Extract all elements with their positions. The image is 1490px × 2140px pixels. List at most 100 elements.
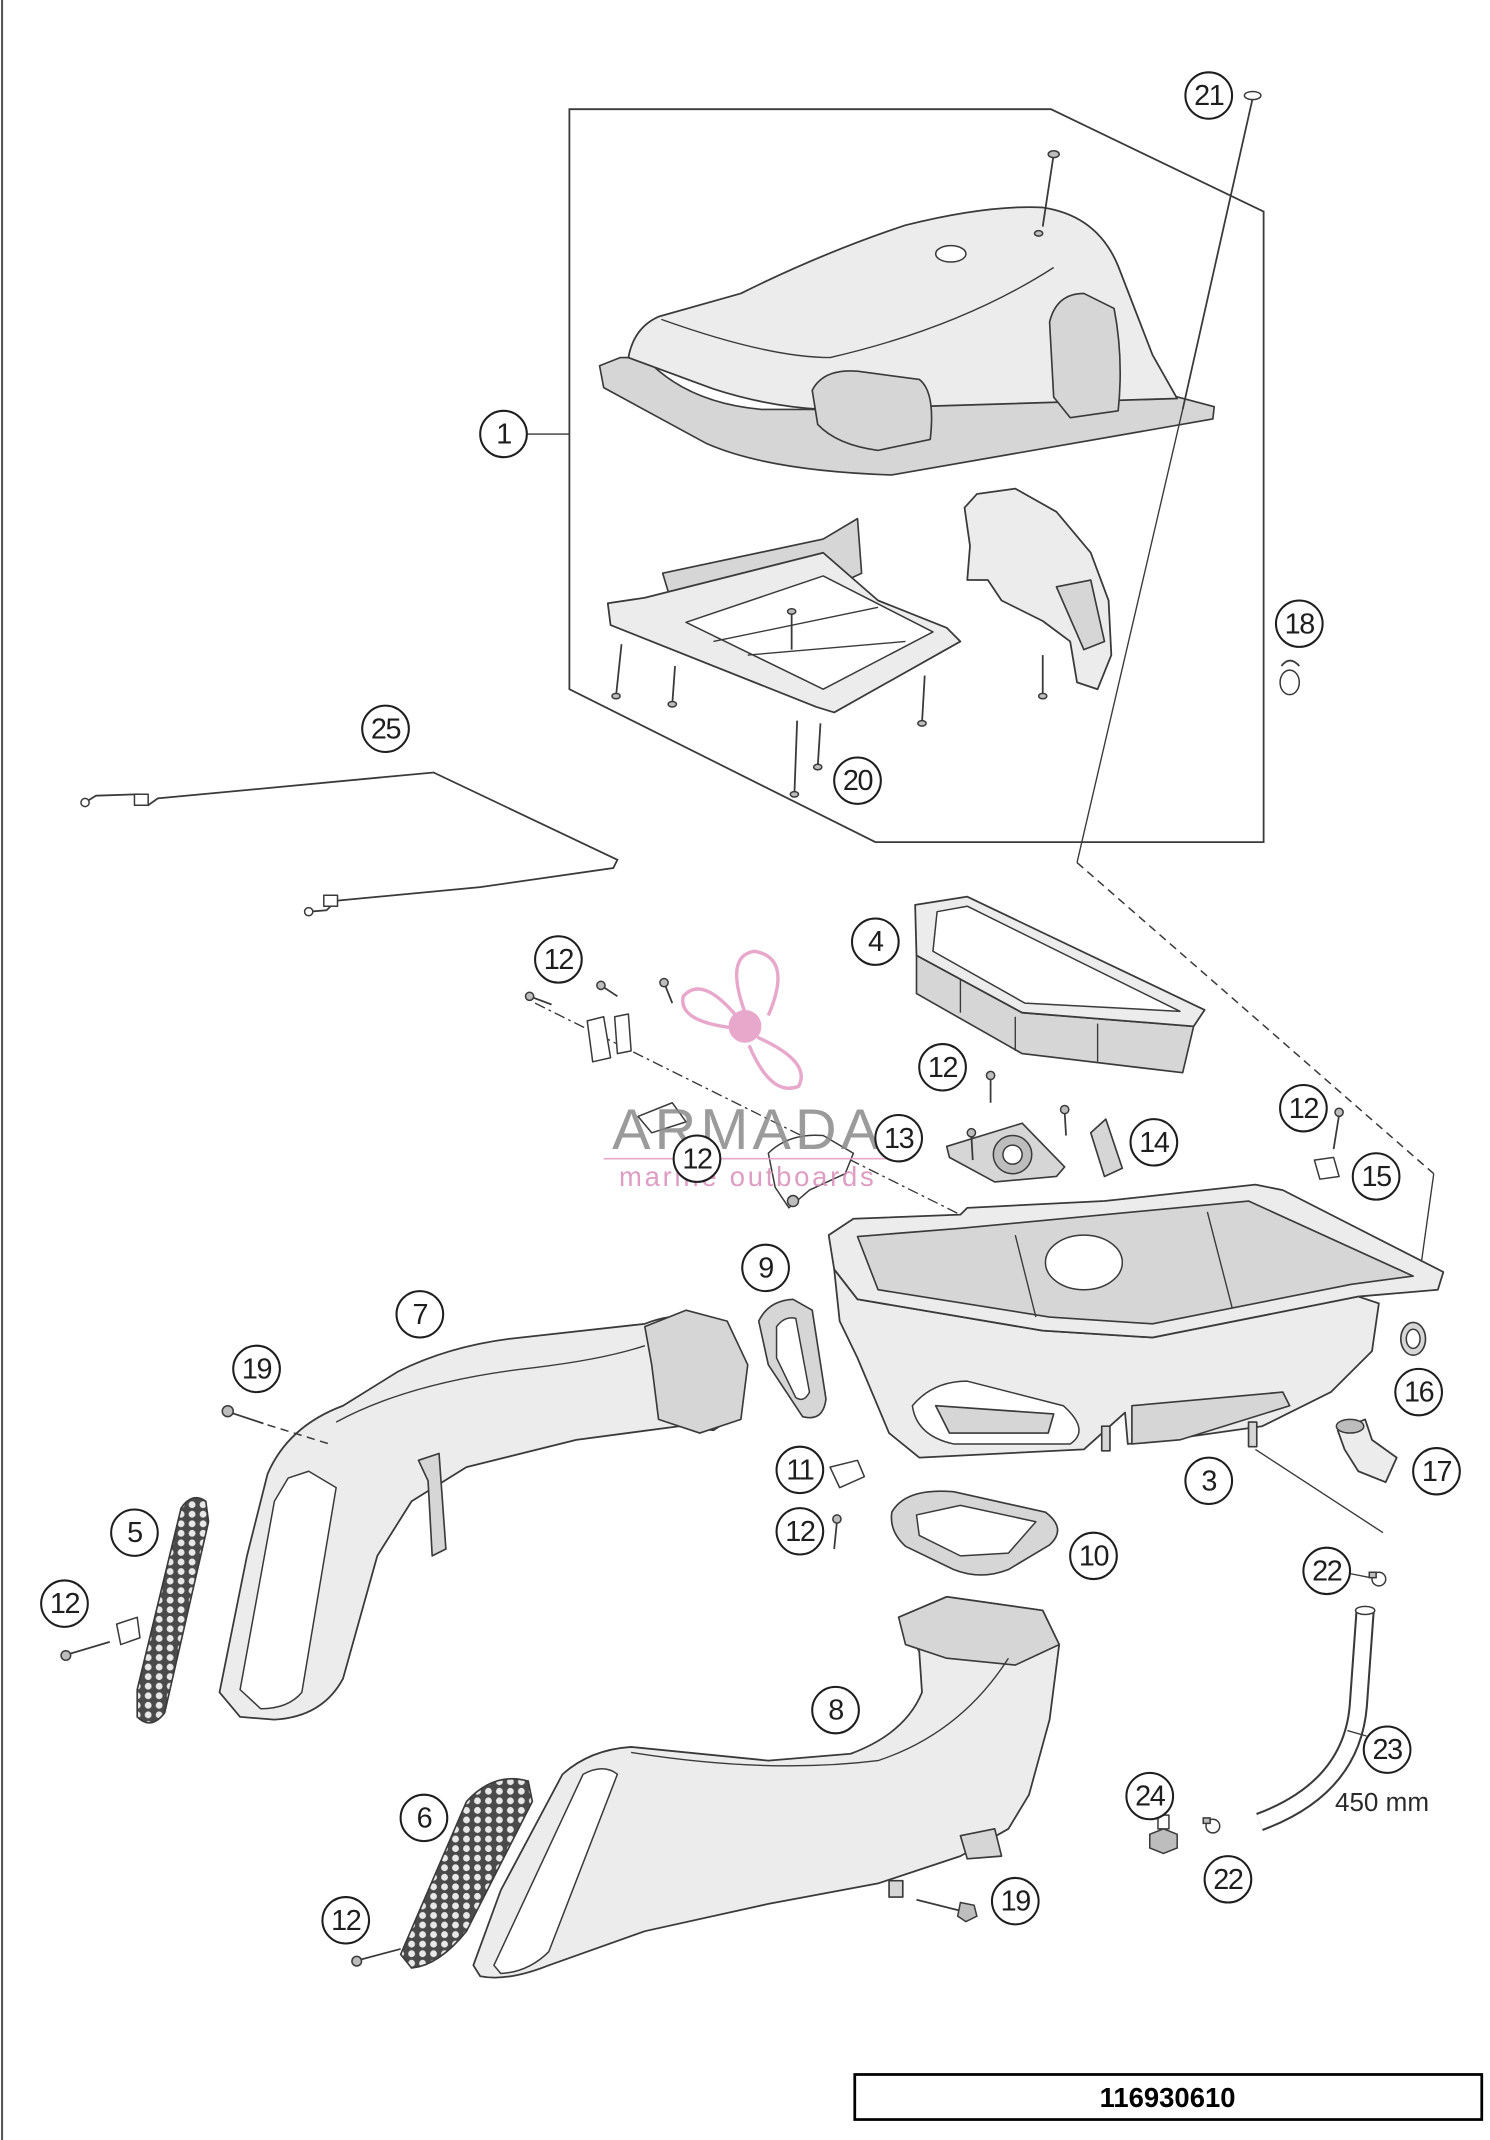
- callout-circle: [1184, 1456, 1234, 1506]
- callout-circle: [361, 704, 410, 754]
- airbox-rib: [1014, 1234, 1037, 1318]
- callout-label: 21: [1194, 80, 1224, 112]
- callout-label: 22: [1312, 1555, 1342, 1587]
- leader-22: [1349, 1572, 1371, 1579]
- watermark-brand: ARMADA: [612, 1098, 883, 1162]
- callout-label: 12: [682, 1143, 712, 1175]
- airbox-throttle-port: [1044, 1234, 1124, 1291]
- callout-12: 12: [40, 1579, 89, 1628]
- callout-circle: [399, 1793, 449, 1843]
- callout-11: 11: [775, 1445, 825, 1495]
- guide-line-right: [1419, 1173, 1435, 1273]
- frame-rib: [713, 606, 879, 643]
- callout-circle: [672, 1134, 722, 1183]
- airbox-mount-bracket: [1131, 1391, 1291, 1445]
- screw-20: [917, 675, 927, 727]
- part-12-cover-plate: [767, 1134, 855, 1209]
- callout-circle: [1412, 1447, 1461, 1496]
- airbox-rib: [1206, 1211, 1233, 1308]
- callout-label: 14: [1139, 1127, 1170, 1159]
- callout-label: 4: [868, 926, 884, 958]
- part-18-clip: [1279, 659, 1301, 696]
- screw-20: [789, 720, 800, 798]
- callout-17: 17: [1412, 1447, 1461, 1496]
- screw-12: [832, 1514, 842, 1550]
- callout-circle: [1184, 71, 1234, 120]
- callout-circle: [479, 409, 528, 459]
- part-6-grille: [399, 1777, 534, 1969]
- part-1-filter-frame: [606, 517, 962, 714]
- callout-circle: [1125, 1771, 1175, 1821]
- part-3-airbox: [827, 1183, 1445, 1459]
- callout-14: 14: [1129, 1118, 1179, 1167]
- screw-12: [966, 1127, 977, 1161]
- callout-label: 12: [785, 1516, 815, 1548]
- callout-22: 22: [1302, 1546, 1352, 1596]
- callout-label: 25: [371, 713, 401, 745]
- callout-label: 15: [1361, 1161, 1391, 1193]
- callout-circle: [1351, 1152, 1401, 1201]
- guide-dashdot-left: [534, 1002, 961, 1216]
- part-22-clamp: [1368, 1571, 1387, 1587]
- callout-5: 5: [110, 1508, 159, 1557]
- part-4-air-filter: [914, 895, 1206, 1074]
- airbox-opening-inner: [934, 1404, 1055, 1434]
- duct-8-opening: [493, 1768, 619, 1975]
- callout-circle: [1362, 1725, 1412, 1774]
- cover-ridge: [661, 266, 1055, 359]
- part-5-grille: [136, 1496, 210, 1724]
- callout-label: 12: [1289, 1093, 1319, 1125]
- callout-20: 20: [833, 756, 882, 805]
- callout-label: 9: [758, 1253, 773, 1285]
- duct-7-flange: [644, 1309, 749, 1434]
- callout-circle: [775, 1445, 825, 1495]
- cover-screw-hole: [1033, 229, 1044, 237]
- callout-circle: [1129, 1118, 1179, 1167]
- part-number-box: 116930610: [853, 2073, 1484, 2121]
- screw-20: [812, 723, 823, 771]
- duct-7-opening: [239, 1470, 337, 1710]
- callout-label: 12: [544, 944, 574, 976]
- filter-inner: [932, 905, 1181, 1013]
- callout-15: 15: [1351, 1152, 1401, 1201]
- callout-circle: [110, 1508, 159, 1557]
- callout-circle: [1203, 1855, 1253, 1904]
- part-10-gasket: [890, 1490, 1059, 1576]
- callout-label: 11: [786, 1455, 814, 1487]
- airbox-leg: [1100, 1425, 1111, 1452]
- callout-label: 16: [1404, 1377, 1434, 1409]
- callout-4: 4: [850, 917, 900, 966]
- callout-label: 12: [928, 1052, 958, 1084]
- callout-1: 1: [479, 409, 528, 459]
- callout-12: 12: [321, 1896, 371, 1945]
- callout-19: 19: [990, 1876, 1040, 1926]
- callout-7: 7: [395, 1290, 445, 1339]
- part-1-airbox-cover: [598, 206, 1216, 476]
- callout-label: 10: [1079, 1540, 1109, 1572]
- part-7-intake-duct: [218, 1309, 749, 1721]
- screw-12: [985, 1070, 996, 1103]
- part-17-elbow: [1335, 1418, 1398, 1484]
- duct-8-body: [472, 1595, 1061, 1979]
- guide-dashed-19: [267, 1424, 330, 1445]
- part-1-side-cover: [963, 487, 1113, 691]
- callout-label: 23: [1372, 1734, 1402, 1766]
- callout-circle: [1394, 1367, 1444, 1417]
- callout-circle: [741, 1243, 790, 1293]
- part-21-pin: [1181, 90, 1262, 410]
- callout-23: 23: [1362, 1725, 1412, 1774]
- callout-19: 19: [232, 1344, 281, 1394]
- callout-3: 3: [1184, 1456, 1234, 1506]
- part-11-bracket: [829, 1459, 866, 1489]
- callout-16: 16: [1394, 1367, 1444, 1417]
- callout-label: 1: [496, 419, 511, 451]
- screw-12: [524, 991, 552, 1006]
- callout-circle: [874, 1114, 924, 1163]
- callout-label: 12: [50, 1588, 80, 1620]
- duct-7-ridge: [335, 1345, 646, 1423]
- airbox-leg: [1247, 1421, 1258, 1448]
- watermark-logo: ARMADA marine outboards: [603, 949, 895, 1192]
- part-25-wire: [80, 771, 619, 917]
- callout-label: 8: [828, 1695, 843, 1727]
